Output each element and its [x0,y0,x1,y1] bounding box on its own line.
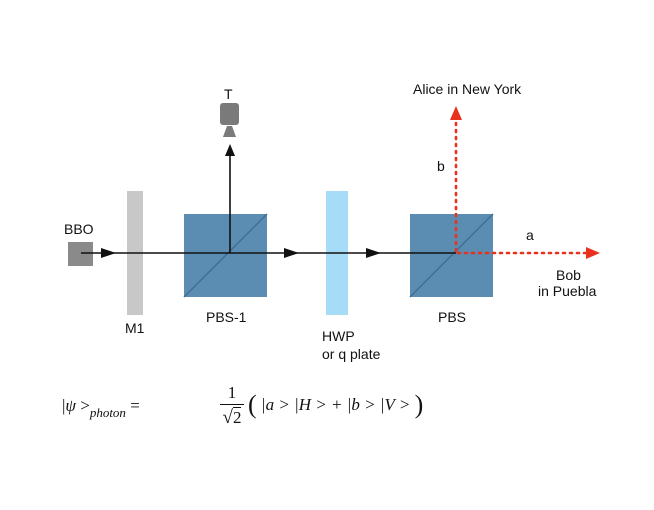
formula-subscript: photon [89,405,126,420]
beam-arrow-2 [284,248,299,258]
hwp-label-line2: or q plate [322,346,381,362]
state-formula: |ψ >photon = 1 √2 ( |a > |H > + |b > |V … [62,384,424,444]
formula-fraction-bar [220,404,244,405]
beam-arrow-1 [101,248,116,258]
beam-arrow-3 [366,248,381,258]
bob-label-line1: Bob [556,267,581,283]
formula-radicand: 2 [232,407,242,427]
pbs-diagonal [409,213,494,298]
pbs1-label: PBS-1 [206,309,247,325]
formula-fraction: 1 √2 [220,384,244,429]
detector-t-label: T [224,86,233,102]
detector-icon [220,103,239,137]
path-b-label: b [437,158,445,174]
bbo-label: BBO [64,221,94,237]
path-a-label: a [526,227,534,243]
alice-label: Alice in New York [413,81,522,97]
formula-lparen: ( [248,390,257,419]
bob-label-line2: in Puebla [538,283,597,299]
formula-equals: = [125,396,140,415]
pbs-label: PBS [438,309,466,325]
output-b-arrow [450,106,462,120]
formula-ket-open: | [62,396,66,415]
formula-psi: ψ [65,396,76,415]
m1-label: M1 [125,320,145,336]
pbs1-diagonal [183,213,268,298]
formula-rparen: ) [414,390,424,419]
formula-radical: √ [222,407,233,428]
output-a-arrow [586,247,600,259]
formula-numerator: 1 [227,383,237,402]
hwp-label-line1: HWP [322,328,355,344]
bbo-crystal [68,242,93,266]
formula-ket-close: > [75,396,90,415]
formula-terms: |a > |H > + |b > |V > [256,395,415,414]
